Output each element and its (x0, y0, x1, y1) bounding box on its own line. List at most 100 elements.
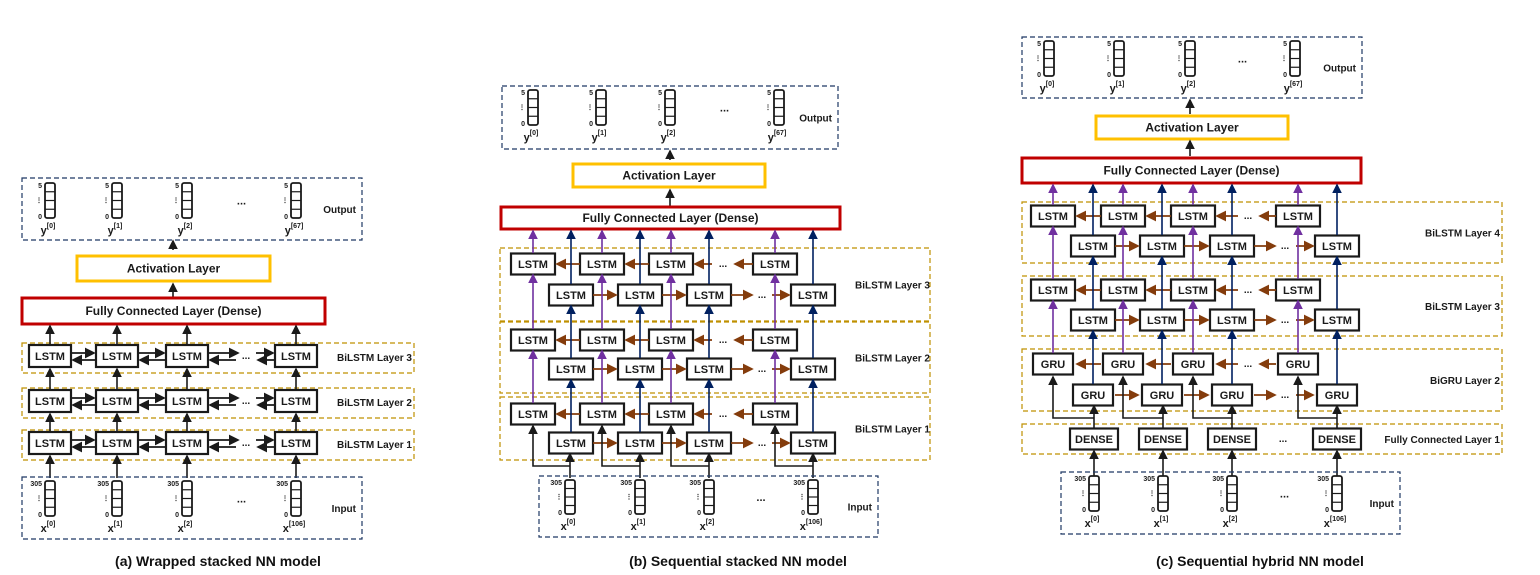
cell-c-top-1-2-label: LSTM (1178, 285, 1208, 297)
lstm-b-bot-2-2-label: LSTM (694, 438, 724, 450)
output-a-dim-bottom: 0 (38, 214, 42, 221)
cell-c-top-2-1-box (1101, 352, 1145, 376)
input-c-label-1: x[1] (1154, 516, 1169, 530)
caption-b: (b) Sequential stacked NN model (629, 553, 847, 569)
ellipsis-b: ... (758, 364, 767, 375)
output-c-vdots: ⋮ (1035, 55, 1042, 63)
lstm-b-bot-1-0-label: LSTM (556, 364, 586, 376)
output-c-dim-bottom: 0 (1107, 72, 1111, 79)
input-c-dim-top: 305 (1074, 476, 1086, 483)
layer-label-a-0: BiLSTM Layer 3 (337, 353, 412, 364)
input-b-label-3: x[106] (800, 519, 822, 533)
lstm-b-top-1-2-label: LSTM (656, 335, 686, 347)
input-a-dim-top: 305 (167, 481, 179, 488)
activation-c-label: Activation Layer (1145, 121, 1239, 135)
layer-label-c-3: Fully Connected Layer 1 (1384, 435, 1500, 446)
input-b-vdots: ⋮ (556, 493, 563, 501)
caption-a: (a) Wrapped stacked NN model (115, 553, 321, 569)
input-b-dim-bottom: 0 (558, 510, 562, 517)
lstm-b-top-2-0-label: LSTM (518, 409, 548, 421)
cell-c-top-1-3-label: LSTM (1283, 285, 1313, 297)
ellipsis-a: ... (242, 396, 251, 407)
output-c-vdots: ⋮ (1281, 55, 1288, 63)
layer-label-c-1: BiLSTM Layer 3 (1425, 302, 1500, 313)
output-b-box (501, 85, 839, 150)
activation-b-label: Activation Layer (622, 169, 716, 183)
output-a-vdots: ⋮ (173, 197, 180, 205)
output-a-box (21, 177, 363, 241)
input-a-vdots: ⋮ (36, 495, 43, 503)
output-a-label-1-sup: [1] (114, 223, 123, 230)
lstm-b-top-2-1-label: LSTM (587, 409, 617, 421)
activation-a-label: Activation Layer (127, 262, 221, 276)
output-c-label-1: y[1] (1110, 81, 1125, 95)
output-b-label-0-sup: [0] (530, 130, 539, 137)
layer-lane-a (21, 387, 415, 419)
input-c-dim-top: 305 (1212, 476, 1224, 483)
input-c-dim-bottom: 0 (1151, 507, 1155, 514)
cell-c-bot-0-3-label: LSTM (1322, 241, 1352, 253)
dense-a-label: Fully Connected Layer (Dense) (85, 304, 261, 318)
input-c-dim-bottom: 0 (1220, 507, 1224, 514)
dense-a-box (20, 296, 327, 326)
input-a-dim-bottom: 0 (175, 512, 179, 519)
output-c-label-3: y[67] (1284, 81, 1303, 95)
cell-c-top-1-0-label: LSTM (1038, 285, 1068, 297)
input-c-dim-top: 305 (1317, 476, 1329, 483)
input-b-dim-bottom: 0 (628, 510, 632, 517)
output-b-label-2: y[2] (661, 130, 676, 144)
cell-c-bot-0-1-label: LSTM (1147, 241, 1177, 253)
layer-lane-c (1021, 201, 1503, 264)
ellipsis-a: ... (242, 351, 251, 362)
output-b-vdots: ⋮ (519, 104, 526, 112)
lstm-a-2-0-label: LSTM (35, 438, 65, 450)
output-b-dim-bottom: 0 (767, 121, 771, 128)
input-b-ellipsis: ... (756, 492, 765, 504)
cell-c-top-1-1-label: LSTM (1108, 285, 1138, 297)
lstm-b-bot-0-3-label: LSTM (798, 290, 828, 302)
input-a-label-1-sup: [1] (114, 521, 123, 528)
input-a-ellipsis: ... (237, 494, 246, 506)
cell-c-bot-2-3-label: GRU (1325, 390, 1350, 402)
output-b-vdots: ⋮ (656, 104, 663, 112)
input-b-label-0-sup: [0] (567, 519, 576, 526)
input-c-dim-top: 305 (1143, 476, 1155, 483)
ellipsis-c: ... (1244, 285, 1253, 296)
lstm-a-0-1-label: LSTM (102, 351, 132, 363)
input-c-title: Input (1370, 499, 1395, 510)
lstm-b-bot-0-2-label: LSTM (694, 290, 724, 302)
layer-lane-c (1021, 275, 1503, 337)
input-b-vdots: ⋮ (695, 493, 702, 501)
input-a-box (21, 476, 363, 540)
in-branch-b (666, 424, 709, 467)
input-b-dim-top: 305 (793, 480, 805, 487)
cell-c-top-0-3-label: LSTM (1283, 211, 1313, 223)
output-b-label-2-sup: [2] (667, 130, 676, 137)
input-b-dim-bottom: 0 (697, 510, 701, 517)
lstm-b-top-1-0-label: LSTM (518, 335, 548, 347)
input-a-dim-top: 305 (276, 481, 288, 488)
input-b-dim-top: 305 (689, 480, 701, 487)
input-a-label-2: x[2] (178, 521, 193, 535)
cell-c-top-2-2-label: GRU (1181, 359, 1206, 371)
output-c-box (1021, 36, 1363, 99)
cell-c-bot-1-1-label: LSTM (1147, 315, 1177, 327)
input-c-box (1060, 471, 1401, 535)
cell-c-bot-1-3-label: LSTM (1322, 315, 1352, 327)
input-a-dim-bottom: 0 (284, 512, 288, 519)
lstm-b-bot-2-3-label: LSTM (798, 438, 828, 450)
lstm-b-top-2-3-label: LSTM (760, 409, 790, 421)
layer-label-b-0: BiLSTM Layer 3 (855, 281, 930, 292)
output-c-title: Output (1323, 64, 1356, 75)
ellipsis-a: ... (242, 438, 251, 449)
input-c-vdots: ⋮ (1218, 490, 1225, 498)
output-c-label-0-sup: [0] (1046, 81, 1055, 88)
panel-a-wrapped-stacked: 5⋮0y[0]5⋮0y[1]5⋮0y[2]5⋮0y[67]...OutputAc… (20, 177, 415, 569)
output-a-dim-top: 5 (284, 183, 288, 190)
layer-lane-b (499, 321, 931, 394)
output-b-dim-top: 5 (589, 90, 593, 97)
output-c-dim-top: 5 (1037, 41, 1041, 48)
dense-b-label: Fully Connected Layer (Dense) (582, 211, 758, 225)
layer-lane-c (1021, 348, 1503, 412)
cell-c-top-2-3-box (1276, 352, 1320, 376)
